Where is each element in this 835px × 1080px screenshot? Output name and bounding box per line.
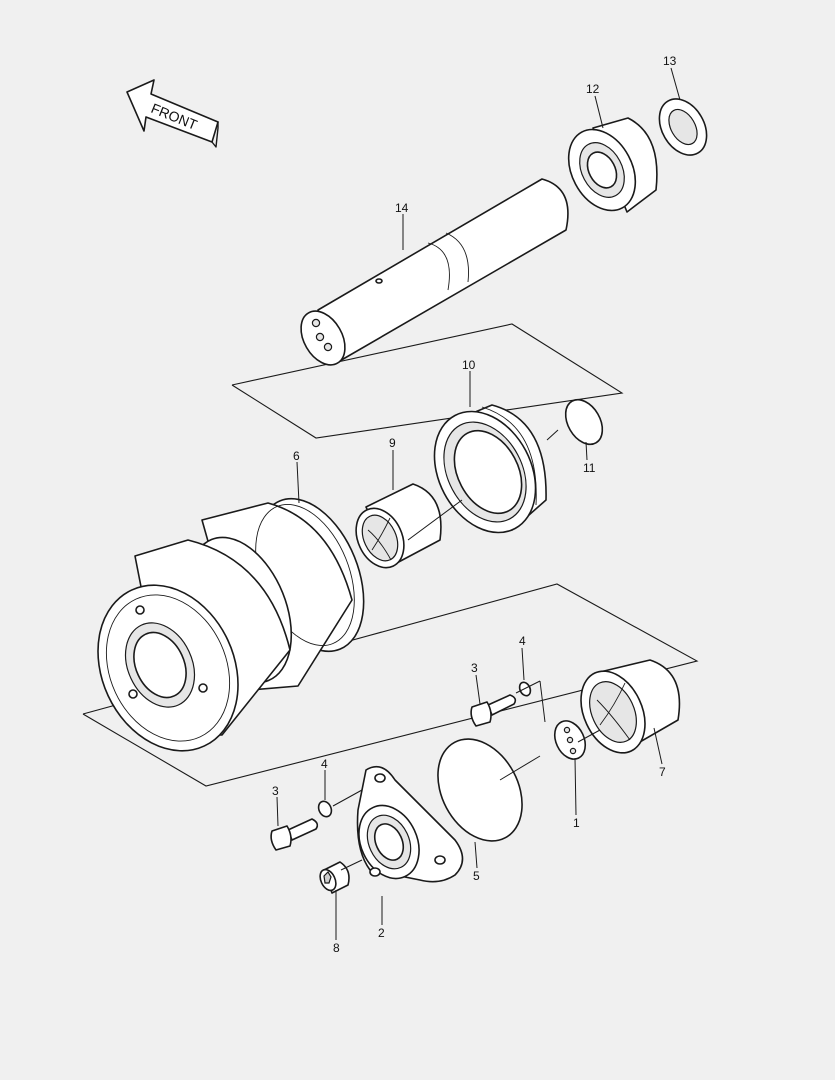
plate-1 — [553, 720, 587, 760]
callout-13: 13 — [663, 54, 677, 68]
callout-5: 5 — [473, 869, 480, 883]
bottom-assembly-plane — [82, 583, 699, 787]
callout-3-upper: 3 — [471, 661, 478, 675]
callout-3-lower: 3 — [272, 784, 279, 798]
callout-2: 2 — [378, 926, 385, 940]
callout-1: 1 — [573, 816, 580, 830]
callout-12: 12 — [586, 82, 600, 96]
bolt-3-upper — [470, 694, 517, 727]
shaft-assembly-plane — [231, 323, 624, 439]
callout-4-lower: 4 — [321, 757, 328, 771]
bushing-9 — [355, 483, 442, 569]
flange-2 — [356, 765, 464, 883]
callout-4-upper: 4 — [519, 634, 526, 648]
bushing-7 — [580, 659, 681, 754]
callout-8: 8 — [333, 941, 340, 955]
shaft-14 — [300, 178, 569, 366]
callout-10: 10 — [462, 358, 476, 372]
roller-6 — [97, 497, 365, 752]
callout-11: 11 — [583, 461, 596, 475]
washer-4-lower — [317, 800, 333, 818]
o-ring-11 — [564, 398, 604, 446]
bolt-3-lower — [270, 818, 319, 851]
thrust-washer-13 — [658, 98, 708, 156]
callout-labels: 13 12 14 10 9 6 11 7 1 5 2 8 3 4 4 3 — [272, 54, 677, 955]
plug-8 — [319, 861, 350, 894]
front-arrow-icon: FRONT — [126, 79, 219, 148]
leader-lines — [276, 67, 681, 940]
callout-6: 6 — [293, 449, 300, 463]
seal-12 — [567, 117, 658, 213]
callout-9: 9 — [389, 436, 396, 450]
callout-7: 7 — [659, 765, 666, 779]
callout-14: 14 — [395, 201, 409, 215]
